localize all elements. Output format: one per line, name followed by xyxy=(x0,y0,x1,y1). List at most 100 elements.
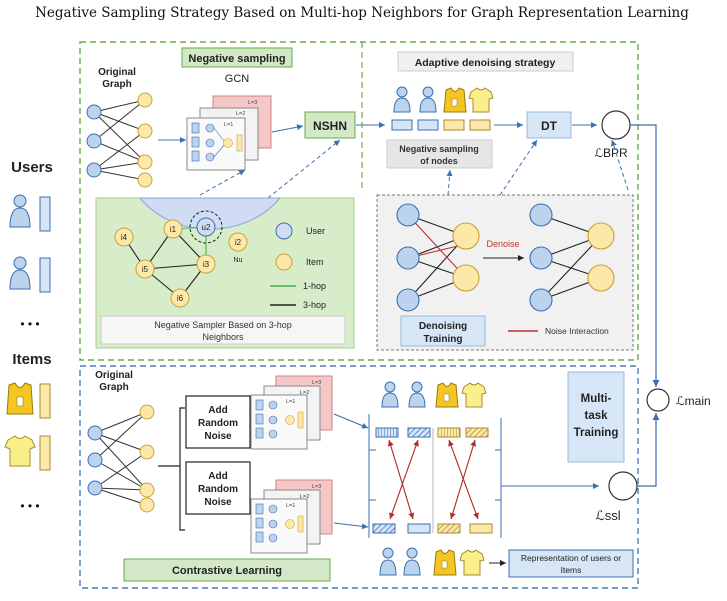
target-user-ring xyxy=(189,210,223,244)
adaptive-label-box xyxy=(397,51,574,72)
gcn-layer-label: L=2 xyxy=(236,111,245,117)
node-label-i2: i2 xyxy=(235,238,242,247)
node-label-i4: i4 xyxy=(121,233,128,242)
gcn-layer-stack xyxy=(186,95,272,171)
sampler-caption: Neighbors xyxy=(202,332,244,342)
bottom-gcn-stack-2 xyxy=(250,479,333,554)
bottom-gcn-stack-1 xyxy=(250,375,333,450)
repr-label: Representation of users or xyxy=(521,553,621,563)
node-embeddings-row xyxy=(391,119,491,131)
gcn-to-nshn-arrow xyxy=(271,124,304,133)
denoising-training-label: Training xyxy=(424,334,463,345)
denoise-to-bpr-dashed-arrow xyxy=(610,139,629,191)
top-bipartite-graph xyxy=(86,92,153,188)
branch-bracket xyxy=(158,407,185,531)
bpr-loss-node xyxy=(601,110,631,140)
node-label-u2: u2 xyxy=(202,223,211,232)
top-user-icon xyxy=(419,86,437,113)
node-label-i6: i6 xyxy=(177,294,184,303)
noise-box-2 xyxy=(185,461,251,515)
noise-box-2-label: Noise xyxy=(204,497,232,508)
bottom-tshirt-icon xyxy=(461,382,487,408)
bottom-layer-label: L=1 xyxy=(286,399,295,405)
bottom-vest-icon xyxy=(435,382,459,408)
view1-embeddings xyxy=(375,427,489,438)
node-label-i3: i3 xyxy=(203,260,210,269)
denoise-to-dt-dashed-arrow xyxy=(499,139,538,196)
ssl-to-main-line xyxy=(637,413,660,487)
contrastive-label-box xyxy=(123,558,331,582)
multitask-label: Training xyxy=(574,427,619,439)
sampler-caption: Negative Sampler Based on 3-hop xyxy=(154,320,292,330)
vest-icon xyxy=(6,382,51,419)
users-heading: Users xyxy=(11,159,53,176)
diagram-title: Negative Sampling Strategy Based on Mult… xyxy=(35,5,689,21)
denoising-training-box xyxy=(400,315,486,347)
neg-sampling-label-box xyxy=(181,47,293,68)
contrast-bracket xyxy=(368,414,376,538)
legend-user-label: User xyxy=(306,226,325,236)
clean-graph xyxy=(529,203,615,312)
sampler-nodes xyxy=(114,217,248,308)
view2-arrow xyxy=(333,522,369,530)
sampler-caption-box xyxy=(100,315,346,345)
bottom-original-graph-label: Original xyxy=(95,370,133,381)
neg-nodes-label-box xyxy=(386,139,493,169)
dt-label: DT xyxy=(541,119,558,133)
bottom-layer-label: L=2 xyxy=(300,494,309,500)
bottom-layer-label: L=3 xyxy=(312,380,321,386)
gcn-layer-label: L=1 xyxy=(224,122,233,128)
legend-3hop-label: 3-hop xyxy=(303,300,326,310)
neg-nodes-label: of nodes xyxy=(420,156,458,166)
top-vest-icon xyxy=(443,87,467,113)
sampler-to-nshn-dashed-arrow xyxy=(267,139,341,199)
contrastive-label: Contrastive Learning xyxy=(172,565,282,577)
tshirt-icon xyxy=(4,435,51,471)
bottom-layer-label: L=2 xyxy=(300,390,309,396)
nshn-box xyxy=(304,111,356,139)
noise-box-1-label: Random xyxy=(198,418,238,429)
gcn-label: GCN xyxy=(225,73,250,85)
legend-item-label: Item xyxy=(306,257,324,267)
noise-box-2-label: Random xyxy=(198,484,238,495)
noise-box-1 xyxy=(185,395,251,449)
top-original-graph-label: Original xyxy=(98,67,136,78)
user-icon xyxy=(9,256,51,293)
ssl-loss-label: ℒssl xyxy=(595,508,620,523)
multitask-box xyxy=(567,371,625,463)
neg-nodes-label: Negative sampling xyxy=(399,144,479,154)
repr-label-box xyxy=(508,549,634,578)
bpr-to-main-line xyxy=(630,124,660,387)
bottom-layer-label: L=1 xyxy=(286,503,295,509)
bottom-layer-label: L=3 xyxy=(312,484,321,490)
nu-label: Nu xyxy=(234,257,243,264)
bottom-original-graph-label: Graph xyxy=(99,382,128,393)
multitask-label: Multi- xyxy=(581,393,612,405)
noise-box-1-label: Noise xyxy=(204,431,232,442)
denoising-training-label: Denoising xyxy=(419,321,467,332)
node-label-i1: i1 xyxy=(170,225,177,234)
bottom-user-icon xyxy=(408,381,426,408)
view1-arrow xyxy=(333,413,369,429)
noise-box-2-label: Add xyxy=(208,471,227,482)
legend-item-swatch xyxy=(275,253,293,271)
legend-vest-icon xyxy=(433,549,457,576)
ssl-loss-node xyxy=(608,471,638,501)
top-region xyxy=(79,41,639,361)
legend-tshirt-icon xyxy=(459,549,485,576)
legend-1hop-label: 1-hop xyxy=(303,281,326,291)
items-heading: Items xyxy=(12,351,51,368)
items-ellipsis: • • • xyxy=(20,499,39,513)
view2-embeddings xyxy=(372,523,493,534)
sampler-to-gcn-dashed-arrow xyxy=(199,169,246,196)
legend-user-swatch xyxy=(275,222,293,240)
denoise-label: Denoise xyxy=(486,239,519,249)
neg-sampling-label: Negative sampling xyxy=(188,53,285,65)
dt-box xyxy=(526,111,572,139)
adaptive-label: Adaptive denoising strategy xyxy=(415,57,556,69)
bpr-loss-label: ℒBPR xyxy=(594,146,628,160)
top-tshirt-icon xyxy=(468,87,494,113)
main-loss-label: ℒmain xyxy=(676,394,711,408)
noise-box-1-label: Add xyxy=(208,405,227,416)
